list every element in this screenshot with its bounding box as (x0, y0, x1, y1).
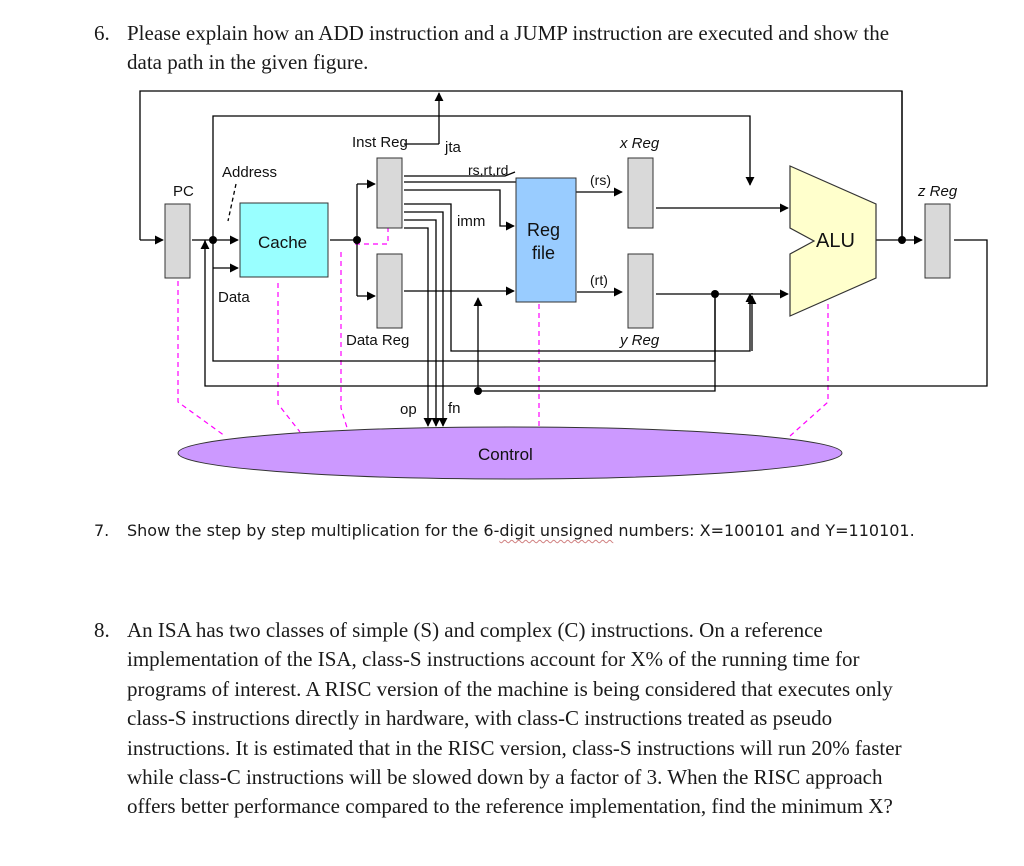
question-8-number: 8. (94, 618, 110, 642)
data-label: Data (218, 289, 250, 306)
rs-label: (rs) (590, 172, 611, 188)
control-label: Control (478, 445, 533, 464)
datapath-wires (139, 90, 988, 427)
datapath-diagram: PC Address Data Cache Inst Reg Data Reg … (139, 90, 988, 480)
fn-label: fn (448, 400, 461, 417)
question-6: 6. Please explain how an ADD instruction… (94, 19, 924, 78)
y-register (627, 253, 654, 329)
pc-label: PC (173, 183, 194, 200)
jta-label: jta (444, 139, 462, 156)
op-label: op (400, 401, 417, 418)
z-reg-label: z Reg (917, 183, 958, 200)
control-signal-lines (177, 228, 829, 437)
reg-file-label-line1: Reg (527, 220, 560, 240)
question-7-text: Show the step by step multiplication for… (127, 518, 924, 544)
reg-file-label-line2: file (532, 243, 555, 263)
question-7: 7. Show the step by step multiplication … (94, 518, 924, 544)
imm-label: imm (457, 213, 485, 230)
rt-label: (rt) (590, 272, 608, 288)
x-reg-label: x Reg (619, 135, 660, 152)
inst-reg-label: Inst Reg (352, 134, 408, 151)
x-register (627, 157, 654, 229)
address-label: Address (222, 164, 277, 181)
rs-rt-rd-label: rs,rt,rd (468, 162, 508, 178)
question-7-text-before: Show the step by step multiplication for… (127, 521, 500, 540)
question-8: 8. An ISA has two classes of simple (S) … (94, 616, 924, 822)
pc-register (164, 203, 191, 279)
question-6-number: 6. (94, 21, 110, 45)
reg-file-block (515, 177, 577, 303)
question-8-text: An ISA has two classes of simple (S) and… (127, 618, 902, 819)
cache-block (239, 202, 329, 278)
alu-label: ALU (816, 230, 855, 252)
question-6-text: Please explain how an ADD instruction an… (127, 21, 890, 75)
control-unit (177, 426, 843, 480)
z-register (924, 203, 951, 279)
data-reg-label: Data Reg (346, 332, 409, 349)
y-reg-label: y Reg (619, 332, 660, 349)
data-register (376, 253, 403, 329)
cache-label: Cache (258, 233, 307, 252)
alu-block (789, 165, 877, 317)
junction-dots (209, 236, 906, 395)
inst-register (376, 157, 403, 229)
question-7-number: 7. (94, 521, 110, 540)
question-7-text-after: numbers: X=100101 and Y=110101. (613, 521, 915, 540)
question-7-text-underlined: digit unsigned (499, 521, 614, 540)
